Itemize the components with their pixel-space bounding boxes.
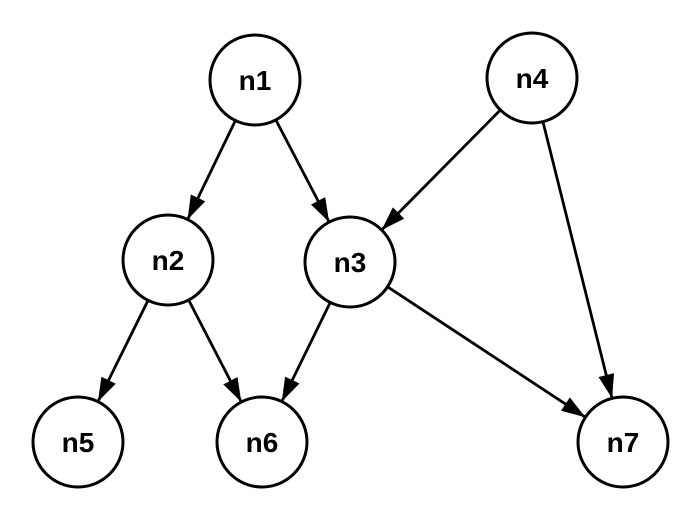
edges-layer [96, 109, 615, 419]
edge-n2-n5 [96, 299, 150, 403]
node-circle-n2 [121, 213, 215, 307]
node-n3: n3 [303, 215, 397, 309]
node-circle-n4 [485, 31, 579, 125]
node-n6: n6 [215, 395, 309, 489]
node-label-n2: n2 [152, 245, 185, 276]
node-circle-n6 [215, 395, 309, 489]
node-label-n7: n7 [607, 427, 640, 458]
node-label-n3: n3 [334, 247, 367, 278]
edge-n2-n6 [187, 299, 243, 403]
edge-n1-n3 [274, 119, 331, 223]
node-n1: n1 [208, 33, 302, 127]
edge-n4-n3 [380, 109, 502, 231]
node-label-n1: n1 [239, 65, 272, 96]
node-n4: n4 [485, 31, 579, 125]
edge-n3-n7 [386, 285, 587, 419]
node-n5: n5 [31, 395, 125, 489]
edge-n4-n7 [541, 121, 615, 399]
node-circle-n3 [303, 215, 397, 309]
edge-n1-n2 [186, 119, 237, 221]
node-n2: n2 [121, 213, 215, 307]
node-label-n4: n4 [516, 63, 549, 94]
nodes-layer: n1 n2 n3 n4 n5 n6 n7 [31, 31, 670, 489]
node-label-n5: n5 [62, 427, 95, 458]
node-circle-n7 [576, 395, 670, 489]
node-circle-n1 [208, 33, 302, 127]
node-label-n6: n6 [246, 427, 279, 458]
node-n7: n7 [576, 395, 670, 489]
node-circle-n5 [31, 395, 125, 489]
edge-n3-n6 [280, 301, 332, 403]
